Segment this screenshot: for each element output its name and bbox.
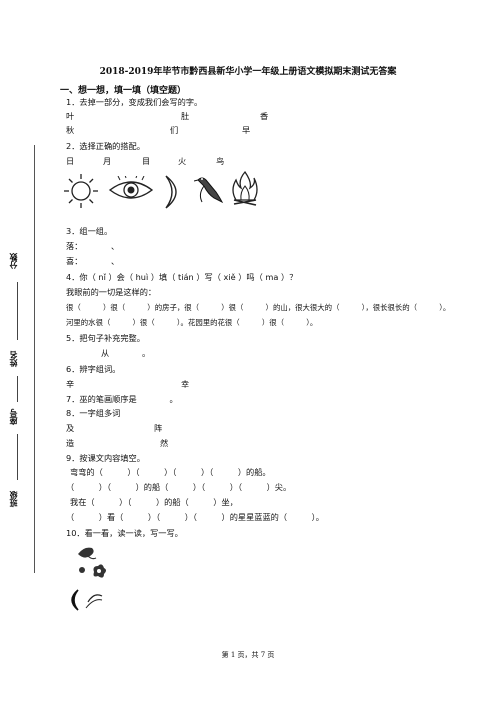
q5-sentence: 从 。 [101,348,151,358]
section-heading: 一、想一想，填一填（填空题） [60,86,187,96]
q2-char-mu: 目 [142,156,151,166]
q7-heading: 7．巫的笔画顺序是 。 [66,394,178,404]
q10-heading: 10．看一看，读一读，写一写。 [66,528,183,538]
q9-line-1: 弯弯的（ ）（ ）（ ）（ ）的船。 [70,467,271,477]
q5-heading: 5．把句子补充完整。 [66,333,145,343]
q9-line-3: 我在（ ）（ ）的船（ ）坐， [70,497,238,507]
q2-heading: 2．选择正确的搭配。 [66,141,145,151]
page-title: 2018-2019年毕节市黔西县新华小学一年级上册语文模拟期末测试无答案 [99,67,397,77]
bird-picture [194,177,224,204]
fire-picture [232,170,258,206]
q2-char-ri: 日 [66,156,75,166]
q1-char-qiu: 秋 [66,125,75,135]
q9-heading: 9．按课文内容填空。 [66,453,145,463]
plant-picture [78,547,97,560]
score-label: 分数 [9,253,18,269]
q3-heading: 3．组一组。 [66,226,113,236]
class-label: 班级 [9,491,18,507]
sun-picture [64,174,98,208]
q8-char-ran: 然 [160,438,169,448]
binding-line [34,145,35,573]
q4-line-house: 很（ ）很（ ）的房子，很（ ）很（ ）的山，很大很大的（ ），很长很长的（ ）… [66,303,451,312]
q1-char-men: 们 [170,125,179,135]
q4-line-water: 河里的水很（ ）很（ ）。花园里的花很（ ）很（ ）。 [66,318,318,327]
eye-picture [108,176,154,199]
q6-char-xing: 幸 [181,379,190,389]
q6-char-xin: 辛 [66,379,75,389]
page-footer: 第 1 页，共 7 页 [221,651,275,659]
q1-heading: 1．去掉一部分，变成我们会写的字。 [66,97,203,107]
seat-number-label: 座号 [9,409,18,425]
q2-char-huo: 火 [178,156,187,166]
moon-picture [165,175,177,209]
score-underline [17,282,18,340]
name-underline [17,376,18,402]
moon-picture-small [71,589,103,611]
q6-heading: 6．辨字组词。 [66,364,121,374]
q1-char-ye: 叶 [66,111,75,121]
q2-char-yue: 月 [103,156,112,166]
q1-char-zao: 早 [242,125,251,135]
q2-char-niao: 鸟 [216,156,225,166]
q9-line-2: （ ）（ ）的船（ ）（ ）（ ）尖。 [66,482,292,492]
q8-char-zhen: 阵 [154,423,163,433]
q1-char-du: 肚 [181,111,190,121]
q8-heading: 8．一字组多词 [66,408,121,418]
q1-char-xiang: 香 [260,111,269,121]
seat-underline [17,434,18,480]
q8-char-zao: 造 [66,438,75,448]
flower-picture [79,564,106,578]
q4-heading: 4．你（ nǐ ）会（ huì ）填（ tián ）写（ xiě ）吗（ ma … [66,272,298,282]
q3-row-luo: 落： 、 [66,241,120,251]
q4-intro: 我眼前的一切是这样的： [66,287,157,297]
q3-row-xi: 喜： 、 [66,256,120,266]
name-label: 姓名 [9,351,18,367]
q8-char-ji: 及 [66,423,75,433]
q9-line-4: （ ）看（ ）（ ）（ ）的星星蓝蓝的（ ）。 [66,512,324,522]
